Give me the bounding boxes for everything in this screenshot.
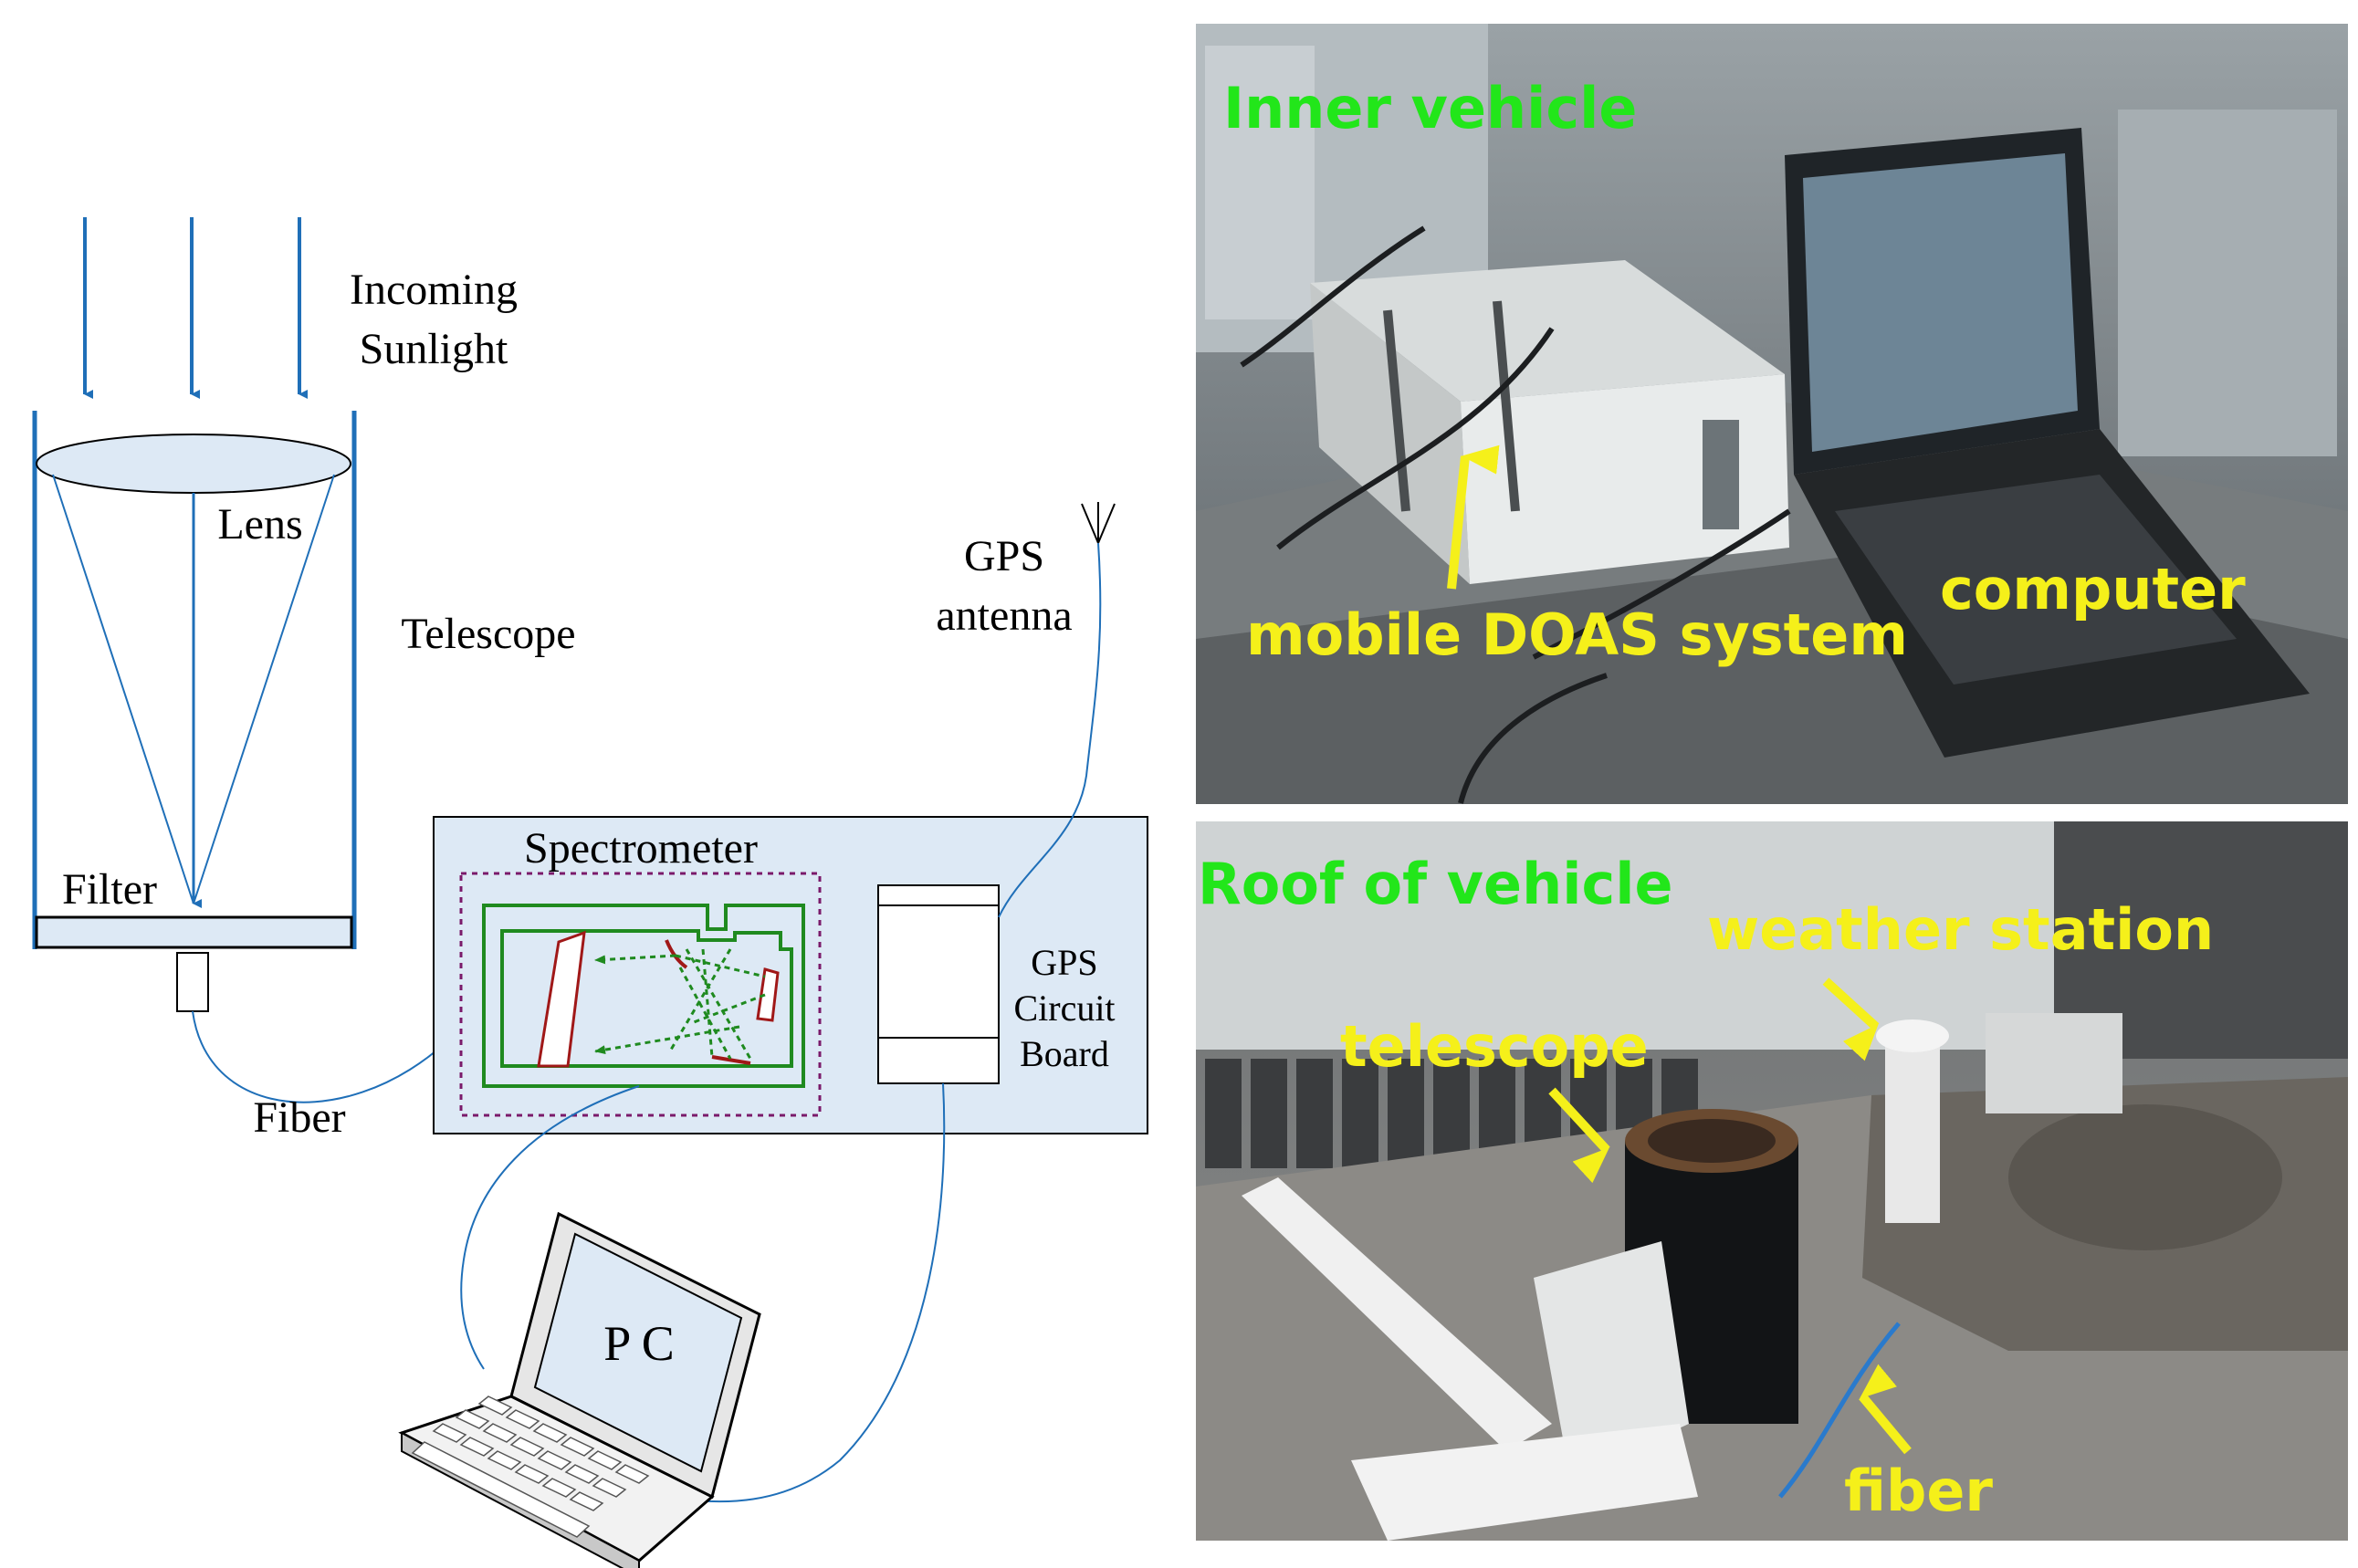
laptop-keyboard bbox=[411, 1396, 650, 1538]
computer-label: computer bbox=[1940, 556, 2246, 622]
gps-antenna-cable bbox=[998, 542, 1102, 918]
system-arrow bbox=[1447, 444, 1500, 590]
gps-circuit-board bbox=[877, 884, 1000, 1084]
laptop-pc-icon: P C bbox=[398, 1211, 761, 1568]
telescope-tube bbox=[32, 411, 357, 949]
telescope-arrow bbox=[1548, 1087, 1610, 1184]
fiber-label: Fiber bbox=[253, 1093, 345, 1142]
optical-paths bbox=[594, 948, 766, 1060]
weather-station-label: weather station bbox=[1707, 896, 2214, 963]
spectrometer-label: Spectrometer bbox=[524, 824, 758, 873]
fiber-photo-label: fiber bbox=[1844, 1458, 1993, 1524]
photo-inner-vehicle: Inner vehicle mobile DOAS system compute… bbox=[1196, 24, 2348, 804]
photo-cables bbox=[1240, 225, 1791, 804]
incoming-label-line2: Sunlight bbox=[360, 325, 508, 373]
fiber-arrow bbox=[1859, 1364, 1912, 1455]
roof-vehicle-title: Roof of vehicle bbox=[1198, 851, 1673, 917]
photo-roof-of-vehicle: Roof of vehicle weather station telescop… bbox=[1196, 821, 2348, 1541]
spectrometer-to-pc-cable bbox=[460, 1085, 640, 1370]
weather-station-arrow bbox=[1822, 977, 1880, 1061]
mirror-element-bottom bbox=[711, 1055, 751, 1065]
schematic-panel: Incoming Sunlight Lens Telescope Filter … bbox=[32, 217, 1148, 1568]
fiber-connector bbox=[176, 952, 209, 1012]
doas-system-label: mobile DOAS system bbox=[1246, 601, 1908, 668]
gps-board-label-line1: GPS bbox=[1031, 942, 1097, 983]
mirror-element-right bbox=[756, 967, 780, 1022]
telescope-photo-label: telescope bbox=[1340, 1013, 1649, 1080]
converging-rays bbox=[52, 474, 335, 908]
photo-laptop bbox=[1785, 128, 2310, 758]
filter-label: Filter bbox=[62, 865, 157, 914]
roof-fiber bbox=[1778, 1322, 1901, 1499]
incoming-label-line1: Incoming bbox=[350, 266, 518, 314]
gps-board-label-line3: Board bbox=[1020, 1033, 1109, 1074]
inner-vehicle-title: Inner vehicle bbox=[1223, 75, 1637, 141]
spectrometer-internals bbox=[482, 904, 805, 1088]
roof-weather-station bbox=[1876, 1013, 2122, 1223]
lens-shape bbox=[36, 434, 351, 494]
gps-antenna-label-line2: antenna bbox=[936, 591, 1072, 640]
grating-element bbox=[537, 930, 586, 1068]
telescope-label: Telescope bbox=[401, 610, 575, 658]
gps-antenna-label-line1: GPS bbox=[964, 532, 1044, 580]
gps-antenna-icon bbox=[1081, 502, 1116, 544]
gps-board-label-line2: Circuit bbox=[1013, 988, 1115, 1029]
lens-label: Lens bbox=[217, 500, 302, 549]
gps-to-pc-cable bbox=[665, 1082, 946, 1503]
filter-plate bbox=[35, 915, 353, 949]
spectrometer-frame bbox=[459, 872, 822, 1117]
sunlight-arrows bbox=[83, 217, 308, 399]
pc-label: P C bbox=[603, 1316, 675, 1371]
